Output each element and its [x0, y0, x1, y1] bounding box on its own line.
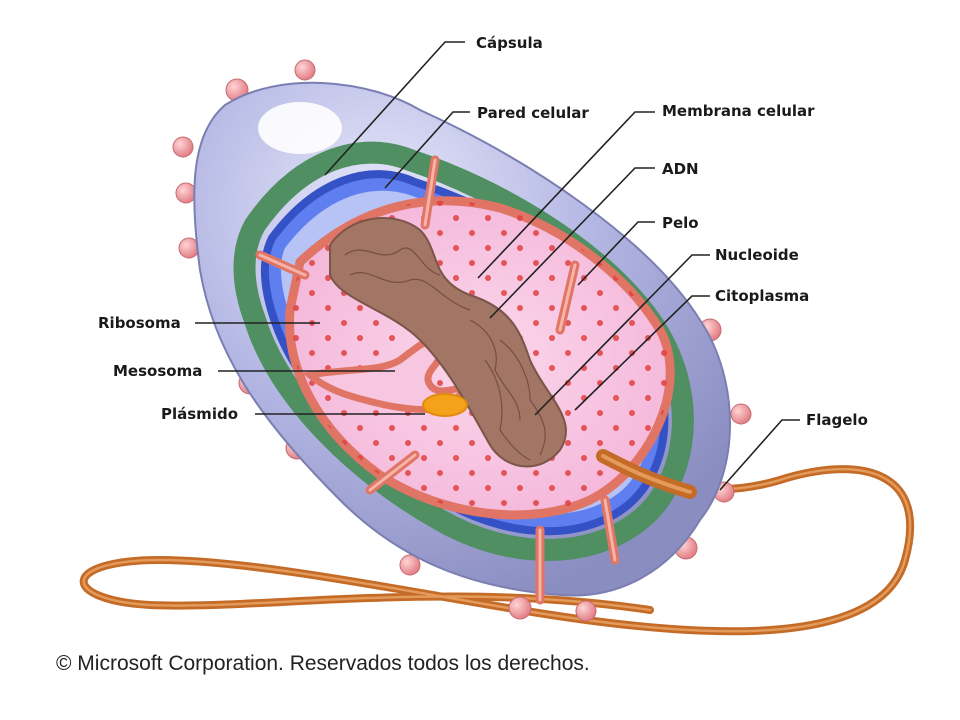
label-ribosoma: Ribosoma	[98, 314, 181, 332]
nucleoid	[329, 217, 567, 468]
capsule-highlight	[258, 102, 342, 154]
flagellum-highlight	[82, 456, 912, 633]
plasmid	[422, 393, 468, 417]
copyright-notice: © Microsoft Corporation. Reservados todo…	[56, 652, 590, 675]
label-flagelo: Flagelo	[806, 411, 868, 429]
label-nucleoide: Nucleoide	[715, 246, 799, 264]
label-pelo: Pelo	[662, 214, 699, 232]
label-citoplasma: Citoplasma	[715, 287, 809, 305]
label-mesosoma: Mesosoma	[113, 362, 202, 380]
label-membrana-celular: Membrana celular	[662, 102, 815, 120]
mesosome	[302, 337, 465, 413]
label-plasmido: Plásmido	[161, 405, 238, 423]
leader-lines	[195, 41, 800, 491]
label-capsula: Cápsula	[476, 34, 543, 52]
dna-strands	[344, 247, 546, 461]
label-adn: ADN	[662, 160, 699, 178]
label-pared-celular: Pared celular	[477, 104, 589, 122]
